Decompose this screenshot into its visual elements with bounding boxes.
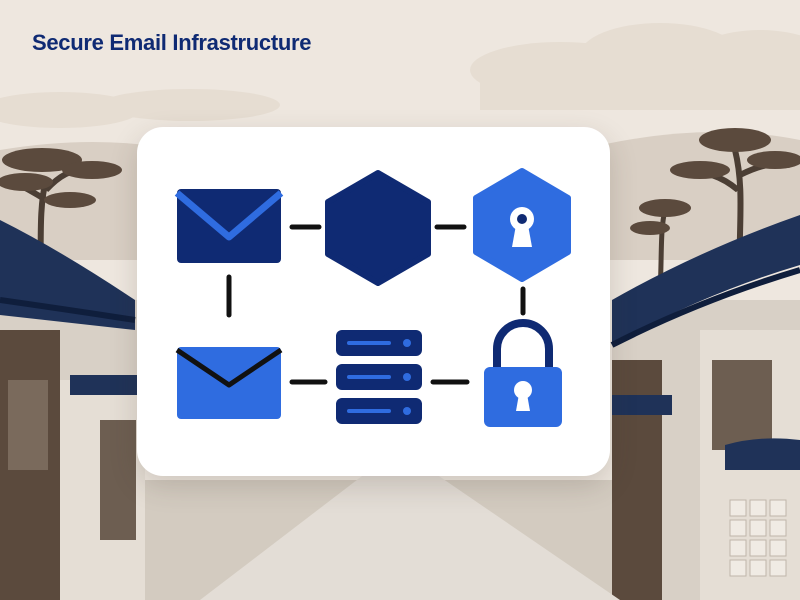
road-front — [200, 470, 620, 600]
connectors — [226, 224, 526, 385]
envelope-icon — [174, 189, 284, 263]
diagram-card — [137, 127, 610, 476]
envelope-icon — [175, 347, 283, 419]
server-stack-icon — [336, 330, 422, 424]
page-title: Secure Email Infrastructure — [32, 30, 312, 55]
shield-keyhole-icon — [473, 168, 571, 282]
clouds — [0, 23, 800, 128]
diagram-canvas — [174, 168, 571, 427]
tree-left — [0, 148, 122, 301]
building-left — [0, 220, 145, 600]
hexagon-icon — [325, 170, 431, 286]
building-right — [610, 215, 800, 600]
padlock-icon — [484, 319, 562, 427]
